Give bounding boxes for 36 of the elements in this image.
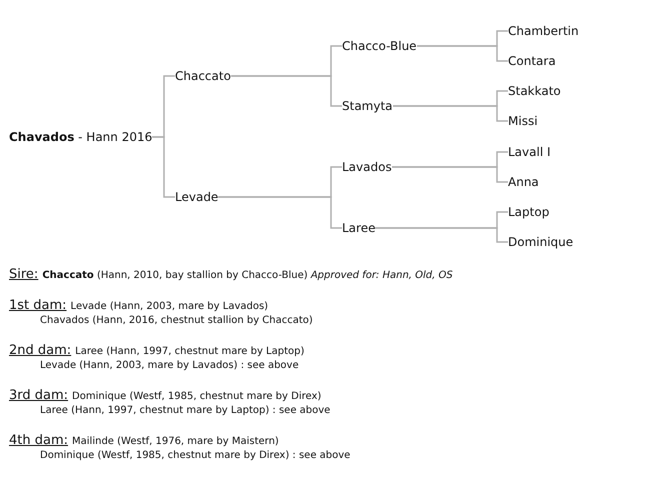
ancestor-name: Levade (175, 189, 218, 205)
ancestor-name: Chacco-Blue (342, 38, 417, 54)
ancestor-name: Missi (508, 113, 538, 129)
pedigree-note: Chavados (Hann, 2016, chestnut stallion by Chaccato) (40, 314, 313, 328)
section-heading: 2nd dam: (9, 344, 72, 358)
pedigree-note: Mailinde (Westf, 1976, mare by Maistern) (72, 435, 279, 449)
ancestor-name: Laree (342, 220, 376, 236)
section-heading: 1st dam: (9, 299, 67, 313)
pedigree-note: Laree (Hann, 1997, chestnut mare by Laptop) (75, 345, 304, 359)
pedigree-note: Dominique (Westf, 1985, chestnut mare by Direx) (72, 390, 322, 404)
ancestor-name: Laptop (508, 204, 550, 220)
section-heading: 4th dam: (9, 434, 68, 448)
ancestor-name: Chaccato (175, 68, 231, 84)
ancestor-name: Contara (508, 53, 556, 69)
ancestor-name: Anna (508, 174, 539, 190)
pedigree-bracket-line (393, 105, 508, 122)
pedigree-bracket-line (392, 166, 508, 183)
pedigree-bracket-line (218, 196, 342, 229)
pedigree-note: Laree (Hann, 1997, chestnut mare by Laptop) : see above (40, 404, 330, 418)
section-heading: Sire: (9, 268, 38, 282)
ancestor-name: Chambertin (508, 23, 579, 39)
pedigree-bracket-line (231, 75, 342, 107)
ancestor-name: Lavados (342, 159, 392, 175)
section-heading: 3rd dam: (9, 389, 68, 403)
subject-horse-name: Chavados - Hann 2016 (9, 129, 152, 145)
pedigree-bracket-line (152, 136, 175, 198)
ancestor-name: Dominique (508, 234, 574, 250)
pedigree-note: Levade (Hann, 2003, mare by Lavados) (70, 300, 268, 314)
ancestor-name: Lavall I (508, 144, 551, 160)
pedigree-note: Dominique (Westf, 1985, chestnut mare by Direx) : see above (40, 449, 350, 463)
pedigree-note: Chaccato (Hann, 2010, bay stallion by Chacco-Blue) Approved for: Hann, Old, OS (42, 269, 453, 283)
ancestor-name: Stamyta (342, 98, 393, 114)
pedigree-note: Levade (Hann, 2003, mare by Lavados) : see above (40, 359, 299, 373)
pedigree-bracket-line (375, 227, 508, 243)
pedigree-bracket-line (417, 45, 508, 62)
ancestor-name: Stakkato (508, 83, 561, 99)
